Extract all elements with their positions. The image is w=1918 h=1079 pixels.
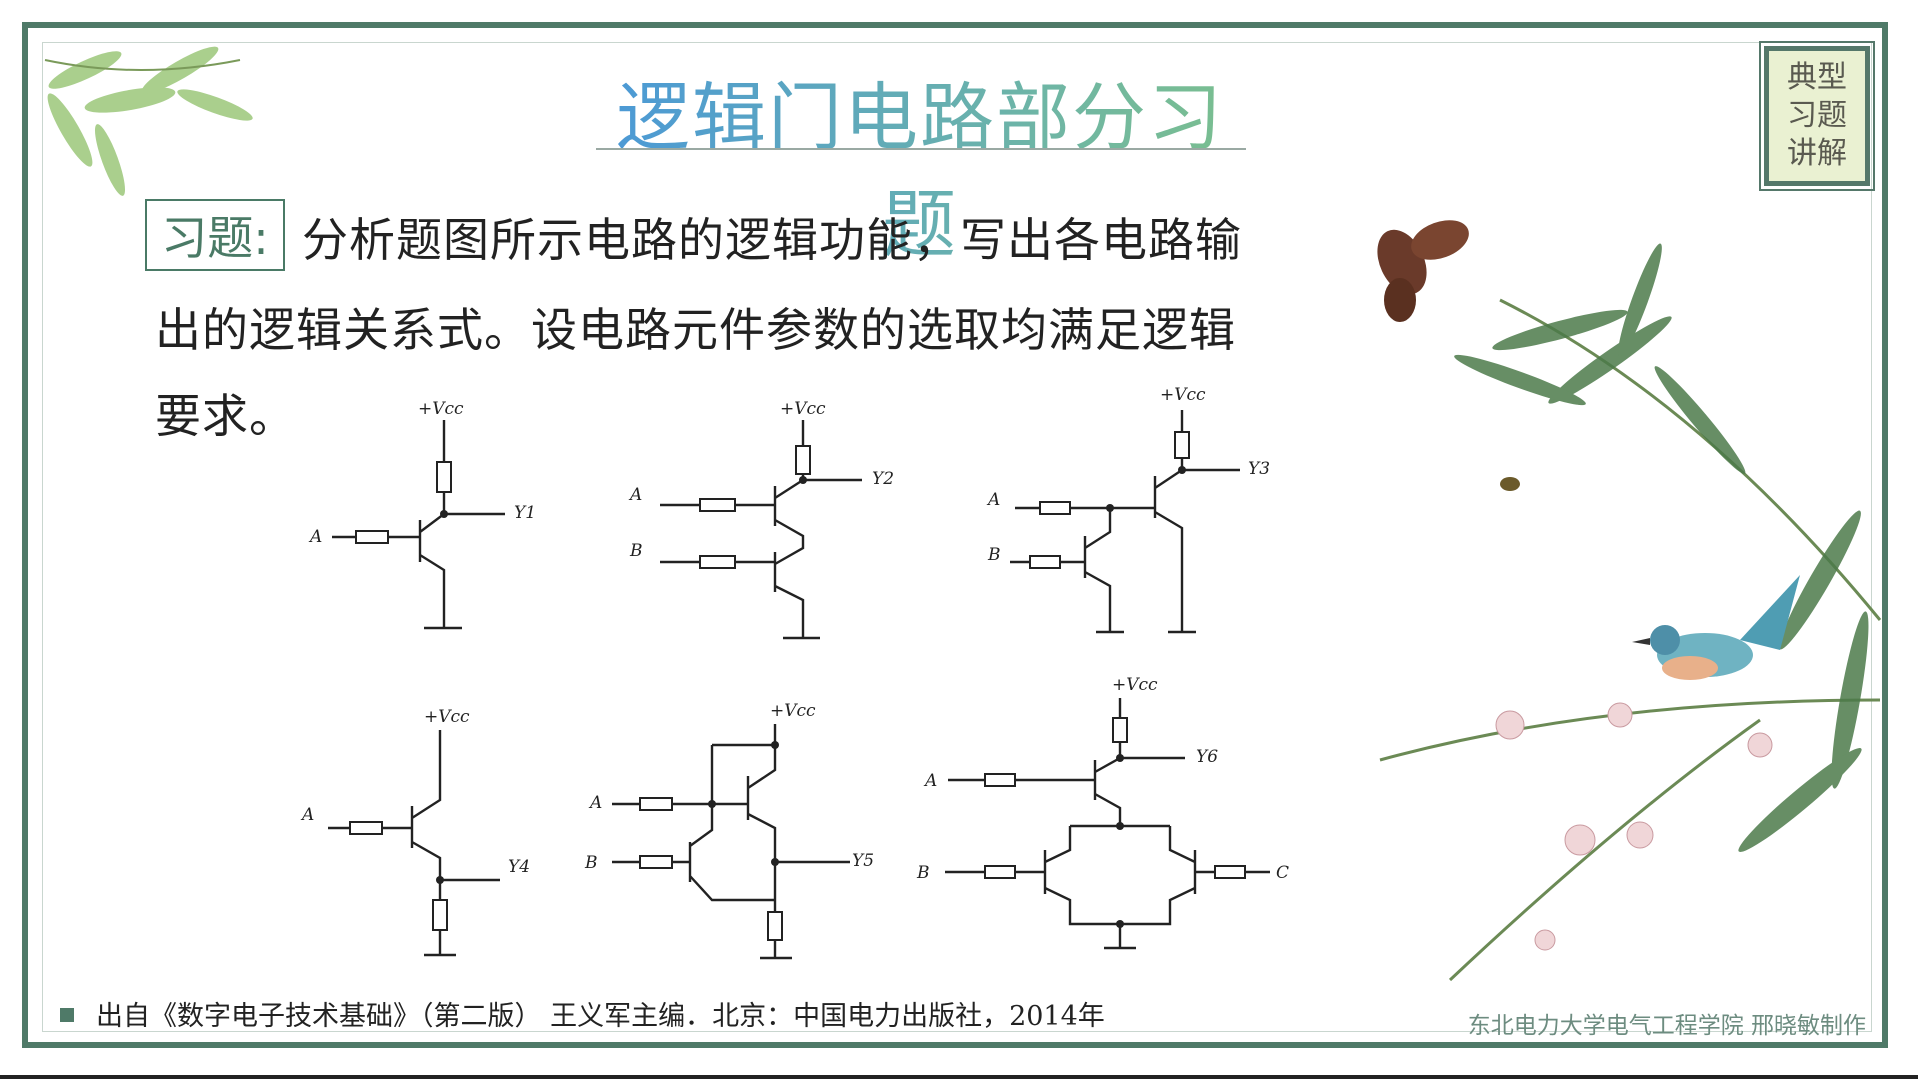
circuit-4: +Vcc A Y4 [300,707,530,957]
problem-text-line-2: 出的逻辑关系式。设电路元件参数的选取均满足逻辑 [155,303,1236,357]
input-a-label: A [308,527,322,547]
vcc-label: +Vcc [418,399,464,419]
badge-line: 习题 [1787,98,1847,133]
circuit-3: +Vcc A B Y3 [986,385,1270,634]
slide-frame [22,22,1888,1048]
author-credit: 东北电力大学电气工程学院 邢晓敏制作 [1467,1013,1866,1039]
circuit-6: +Vcc A B C Y6 [916,675,1289,950]
input-a-label: A [300,805,314,825]
output-label: Y6 [1196,747,1218,767]
source-text: 出自《数字电子技术基础》（第二版） 王义军主编．北京：中国电力出版社，2014年 [96,1001,1105,1032]
vcc-label: +Vcc [780,399,826,419]
problem-text-line-1: 分析题图所示电路的逻辑功能，写出各电路输 [302,213,1242,267]
circuit-5: +Vcc A B Y5 [584,701,874,960]
input-a-label: A [628,485,642,505]
bottom-band [0,1056,1918,1079]
vcc-label: +Vcc [770,701,816,721]
input-a-label: A [588,793,602,813]
input-b-label: B [987,545,1001,565]
problem-text-line-3: 要求。 [155,389,296,443]
badge-line: 讲解 [1787,136,1847,171]
exercise-badge: 典型 习题 讲解 [1759,41,1875,191]
problem-tag: 习题: [145,199,285,271]
output-label: Y1 [514,503,536,523]
inner-border [42,42,1872,1032]
bullet-square-icon [60,1007,74,1022]
input-b-label: B [629,541,643,561]
butterfly-icon [1377,220,1469,322]
output-label: Y4 [508,857,530,877]
circuit-1: +Vcc A Y1 [308,399,536,630]
circuit-2: +Vcc A B Y2 [628,399,894,640]
output-label: Y2 [872,469,894,489]
output-label: Y3 [1248,459,1270,479]
source-note: 出自《数字电子技术基础》（第二版） 王义军主编．北京：中国电力出版社，2014年 [60,994,1105,1033]
input-a-label: A [923,771,937,791]
bottom-rule [0,1075,1918,1079]
input-b-label: B [916,863,930,883]
page-title: 逻辑门电路部分习题 [590,58,1250,272]
input-a-label: A [986,490,1000,510]
vcc-label: +Vcc [1160,385,1206,405]
vcc-label: +Vcc [424,707,470,727]
title-underline [596,148,1246,150]
badge-line: 典型 [1787,60,1847,95]
vcc-label: +Vcc [1112,675,1158,695]
input-b-label: B [584,853,598,873]
input-c-label: C [1276,863,1289,883]
output-label: Y5 [852,851,874,871]
